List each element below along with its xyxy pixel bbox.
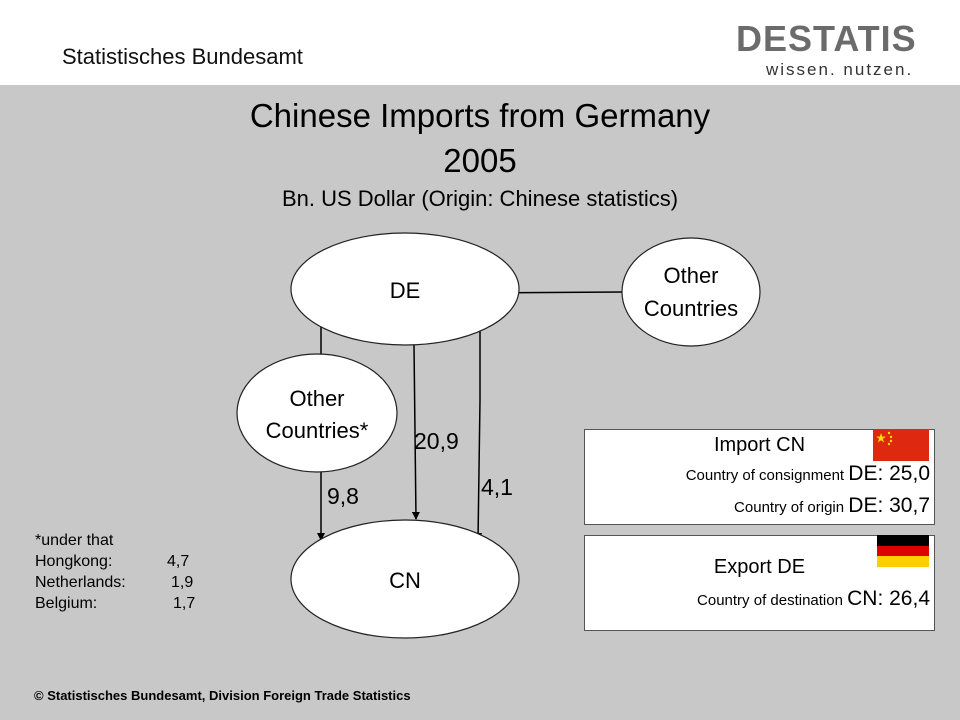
slide-subtitle: Bn. US Dollar (Origin: Chinese statistic…: [281, 186, 679, 211]
flow-value-from-other: 4,1: [481, 474, 513, 500]
node-cn: [290, 519, 520, 639]
export-de-box: Export DE Country of destination CN: 26,…: [584, 535, 935, 631]
import-consignment-value: DE: 25,0: [848, 462, 930, 485]
flow-arrow-direct: [411, 344, 420, 520]
footnote-country: Netherlands:: [35, 574, 126, 591]
node-cn-label: CN: [389, 568, 421, 593]
import-consignment-line: Country of consignment DE: 25,0: [686, 462, 930, 486]
import-consignment-label: Country of consignment: [685, 467, 849, 484]
footnote-value: 1,9: [171, 574, 194, 591]
china-flag-icon: [873, 429, 929, 461]
footnote-country: Hongkong:: [35, 553, 113, 570]
footnote-heading: *under that: [35, 532, 114, 549]
node-other-countries-right: [621, 237, 761, 347]
flow-value-via-other: 9,8: [327, 483, 359, 509]
footer-copyright: © Statistisches Bundesamt, Division Fore…: [34, 688, 411, 703]
export-destination-value: CN: 26,4: [847, 587, 930, 610]
node-de-label: DE: [389, 278, 421, 303]
slide-title: Chinese Imports from Germany: [249, 97, 711, 134]
import-origin-label: Country of origin: [734, 499, 849, 516]
logo-wordmark: DESTATIS: [736, 18, 917, 59]
germany-flag-icon: [877, 535, 929, 567]
export-de-title: Export DE: [713, 556, 806, 578]
import-origin-value: DE: 30,7: [848, 494, 930, 517]
header: Statistisches Bundesamt DESTATIS wissen.…: [0, 0, 960, 85]
footnote-value: 1,7: [173, 595, 196, 612]
organization-name: Statistisches Bundesamt: [62, 44, 303, 69]
logo-tagline: wissen. nutzen.: [766, 60, 914, 79]
export-destination-label: Country of destination: [697, 592, 848, 609]
footnote: *under that Hongkong: 4,7 Netherlands: 1,9…: [35, 530, 195, 614]
footnote-value: 4,7: [167, 553, 190, 570]
node-other-left-label-line1: Other: [289, 386, 345, 411]
node-other-right-label-line1: Other: [663, 263, 719, 288]
footnote-country: Belgium:: [35, 595, 98, 612]
footnote-row: Netherlands: 1,9: [35, 572, 195, 593]
footnote-row: Belgium: 1,7: [35, 593, 195, 614]
node-other-right-label-line2: Countries: [643, 296, 739, 321]
node-other-left-label-line2: Countries*: [265, 418, 369, 443]
destatis-logo: DESTATIS wissen. nutzen.: [736, 18, 936, 79]
flow-value-direct: 20,9: [414, 428, 459, 454]
footnote-row: Hongkong: 4,7: [35, 551, 195, 572]
export-destination-line: Country of destination CN: 26,4: [697, 587, 930, 611]
node-de: [290, 232, 520, 346]
slide-title-year: 2005: [443, 142, 517, 179]
import-origin-line: Country of origin DE: 30,7: [734, 494, 930, 518]
node-other-countries-left: [236, 353, 398, 473]
import-cn-title: Import CN: [713, 434, 806, 456]
